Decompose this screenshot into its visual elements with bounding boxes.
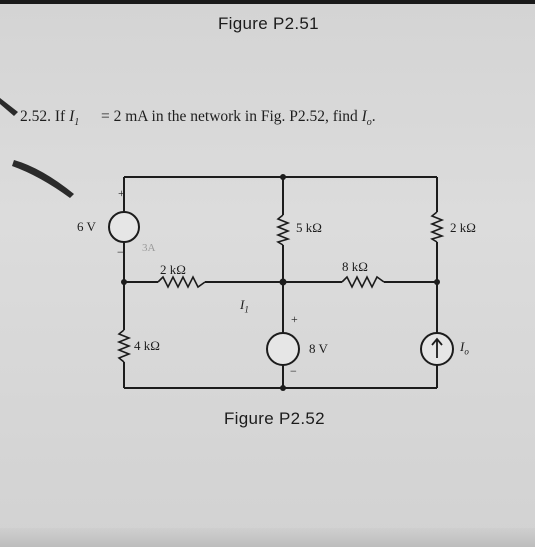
- pencil-annotation: 3A: [142, 242, 156, 254]
- resistor-5k: [275, 214, 291, 246]
- label-4k: 4 kΩ: [134, 338, 160, 353]
- label-6v: 6 V: [77, 219, 96, 234]
- variable-i1: I1: [69, 108, 80, 128]
- minus-sign-6v: −: [117, 245, 124, 259]
- label-5k: 5 kΩ: [296, 220, 322, 235]
- figure-p2-51-caption: Figure P2.51: [218, 14, 319, 33]
- page-corner-mark: [0, 98, 18, 116]
- voltage-source-8v: [266, 332, 300, 366]
- resistor-2k-mid: [157, 275, 206, 289]
- problem-number: 2.52.: [20, 108, 51, 125]
- figure-p2-52-caption: Figure P2.52: [224, 409, 325, 428]
- resistor-2k-right: [429, 211, 445, 243]
- label-8k: 8 kΩ: [342, 259, 368, 274]
- pen-smudge: [12, 160, 74, 198]
- plus-sign-8v: +: [291, 312, 298, 326]
- equals-sign: =: [101, 108, 110, 125]
- variable-io: Io: [361, 108, 372, 128]
- resistor-8k: [341, 275, 385, 289]
- label-2k: 2 kΩ: [160, 262, 186, 277]
- problem-statement: 2.52. If I1 = 2 mA in the network in Fig…: [20, 108, 376, 128]
- current-arrow-icon: [431, 337, 443, 358]
- junction-dots: [121, 174, 440, 391]
- resistor-4k: [116, 329, 132, 363]
- label-i1: I1: [240, 297, 249, 315]
- voltage-source-6v: [108, 211, 140, 243]
- label-8v: 8 V: [309, 341, 328, 356]
- figure-border-line: [0, 0, 535, 4]
- page-bottom-edge: [0, 528, 535, 547]
- problem-given: 2 mA in the network in Fig. P2.52, find: [113, 108, 358, 125]
- minus-sign-8v: −: [290, 364, 297, 378]
- label-io: Io: [460, 339, 469, 357]
- plus-sign-6v: +: [118, 186, 125, 200]
- problem-if: If: [54, 108, 66, 125]
- label-2k-right: 2 kΩ: [450, 220, 476, 235]
